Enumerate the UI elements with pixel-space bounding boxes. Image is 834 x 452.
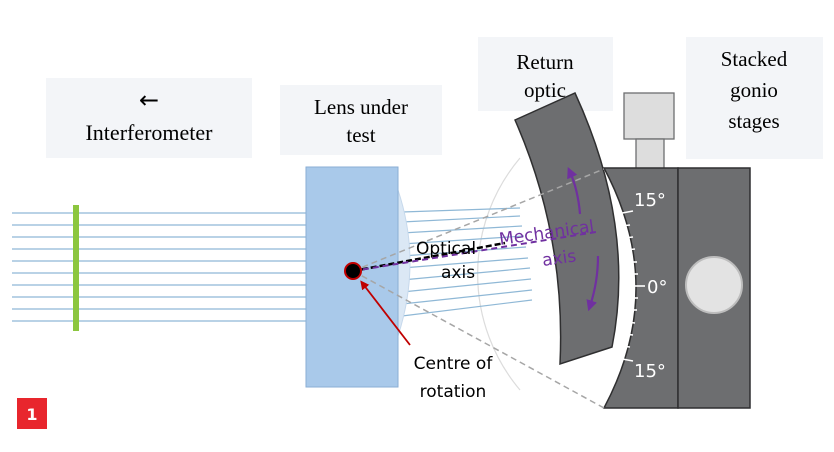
lens-label-box (280, 85, 442, 155)
interferometer-label-box (46, 78, 252, 158)
refracted-ray (401, 207, 521, 213)
centre-pointer-arrow (360, 280, 411, 346)
mechanical-arrow-down (586, 255, 600, 312)
refracted-ray (401, 289, 533, 305)
refracted-ray (401, 278, 532, 293)
optical-axis-label-line2: axis (441, 263, 475, 283)
rotation-dashed-upper (352, 168, 605, 272)
refracted-ray (401, 225, 523, 234)
angle-label-mid: 0° (647, 277, 667, 298)
lens-label-line1: Lens under (314, 95, 408, 119)
gonio-knob (685, 256, 743, 314)
rotation-reference-arc (477, 157, 521, 391)
gonio-label-line2: gonio (730, 78, 778, 102)
gonio-label-line1: Stacked (721, 47, 788, 71)
mechanical-arrow-up (567, 166, 582, 215)
refracted-ray (401, 215, 521, 223)
mechanical-axis-label-line2: axis (541, 246, 578, 271)
return-optic-label-line1: Return (516, 50, 574, 74)
return-optic-label-line2: optic (524, 78, 566, 102)
centre-of-rotation-marker (344, 262, 362, 280)
scale-tick (623, 236, 634, 239)
lens-label-line2: test (346, 123, 375, 147)
scale-tick (620, 224, 631, 227)
return-optic-label-box (478, 37, 613, 111)
refracted-ray (401, 257, 529, 269)
wavefront-marker (73, 205, 79, 331)
scale-tick (625, 248, 636, 251)
figure-number-badge (17, 398, 47, 429)
gonio-label-box (686, 37, 823, 159)
scale-tick (625, 321, 636, 324)
rotation-dashed-lower (352, 270, 605, 409)
optical-axis-label-line1: Optical (416, 239, 476, 259)
scale-tick (623, 333, 634, 336)
centre-of-rotation-label-line2: rotation (420, 382, 487, 402)
interferometer-arrow-icon: ← (139, 86, 159, 114)
refracted-ray (401, 267, 531, 281)
centre-of-rotation-label-line1: Centre of (414, 354, 494, 374)
refracted-ray (401, 299, 533, 317)
incoming-beams (12, 212, 306, 322)
figure-number: 1 (26, 405, 37, 424)
scale-tick-15-top (616, 210, 634, 215)
angle-label-bottom: 15° (634, 361, 666, 382)
scale-tick (620, 345, 631, 348)
interferometer-label: Interferometer (85, 120, 213, 145)
mount-stem (635, 138, 665, 170)
scale-tick-15-bottom (616, 357, 634, 362)
mechanical-axis-line (352, 231, 597, 272)
gonio-label-line3: stages (728, 109, 779, 133)
angle-label-top: 15° (634, 190, 666, 211)
mount-block (623, 92, 675, 140)
optical-axis-line (352, 241, 506, 273)
gonio-scale-ticks (616, 210, 645, 362)
